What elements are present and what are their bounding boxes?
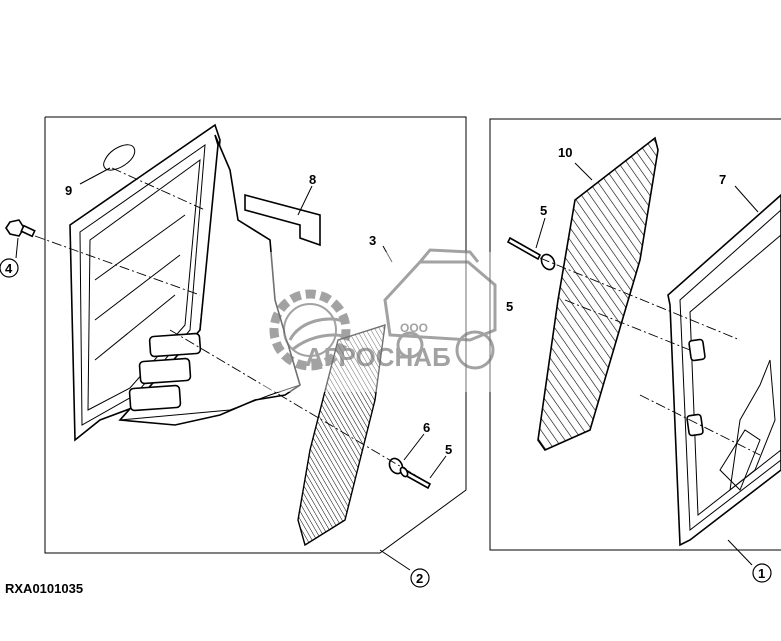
callout-6: 6 (423, 420, 430, 435)
left-grille-screen (297, 323, 386, 547)
right-door-panel (667, 193, 781, 547)
watermark-logo: ООО АГРОСНАБ (262, 248, 512, 392)
callout-1: 1 (752, 563, 772, 583)
svg-text:10: 10 (558, 145, 572, 160)
callout-5-right-partial: 5 (506, 299, 513, 314)
watermark-brand: АГРОСНАБ (305, 342, 451, 372)
callout-7: 7 (719, 172, 726, 187)
bolt-fastener (5, 219, 36, 238)
svg-text:9: 9 (65, 183, 72, 198)
callout-10: 10 (558, 145, 572, 160)
svg-text:3: 3 (369, 233, 376, 248)
left-detail-frame (44, 116, 467, 554)
watermark-prefix: ООО (400, 321, 428, 335)
svg-text:5: 5 (506, 299, 513, 314)
gasket-ring (103, 144, 136, 171)
right-grille-screen (537, 136, 659, 451)
svg-text:5: 5 (445, 442, 452, 457)
callout-3: 3 (369, 233, 376, 248)
reference-code: RXA0101035 (5, 581, 83, 596)
leader-lines (15, 162, 759, 571)
left-side-panel (69, 123, 321, 442)
callout-2: 2 (410, 568, 430, 588)
svg-text:1: 1 (758, 566, 765, 581)
callout-8: 8 (309, 172, 316, 187)
callout-4: 4 (0, 258, 19, 278)
svg-text:5: 5 (540, 203, 547, 218)
svg-text:2: 2 (416, 571, 423, 586)
pin-fastener-left (399, 466, 432, 490)
combine-harvester-icon (383, 248, 497, 370)
callout-5-right: 5 (540, 203, 547, 218)
right-detail-frame (489, 118, 781, 551)
callout-5-left: 5 (445, 442, 452, 457)
callout-9: 9 (65, 183, 72, 198)
svg-text:8: 8 (309, 172, 316, 187)
pin-fastener-right (506, 236, 556, 271)
gear-icon (269, 289, 351, 371)
svg-text:6: 6 (423, 420, 430, 435)
svg-text:4: 4 (5, 261, 13, 276)
alignment-lines (34, 167, 761, 479)
svg-text:7: 7 (719, 172, 726, 187)
